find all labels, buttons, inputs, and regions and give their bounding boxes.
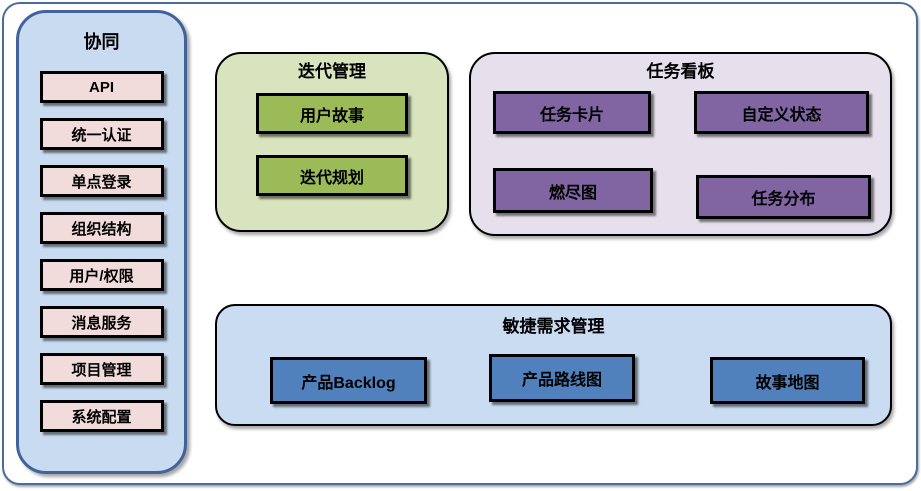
item-task-card: 任务卡片	[493, 91, 651, 134]
sidebar-title: 协同	[83, 32, 120, 52]
sidebar-item-sso: 单点登录	[39, 165, 164, 197]
group-iteration-management: 迭代管理 用户故事 迭代规划	[215, 52, 449, 232]
sidebar-item-system-config: 系统配置	[39, 400, 164, 432]
group-taskboard-title: 任务看板	[646, 62, 715, 81]
sidebar-item-unified-auth: 统一认证	[39, 118, 164, 150]
item-task-distribution: 任务分布	[696, 175, 871, 219]
item-burndown-chart: 燃尽图	[493, 168, 653, 213]
group-iteration-title: 迭代管理	[298, 62, 366, 81]
group-agile-title: 敏捷需求管理	[502, 317, 605, 336]
sidebar-collaboration: 协同 API 统一认证 单点登录 组织结构 用户/权限 消息服务 项目管理 系统…	[16, 10, 187, 474]
diagram-canvas: 协同 API 统一认证 单点登录 组织结构 用户/权限 消息服务 项目管理 系统…	[2, 2, 918, 485]
sidebar-item-api: API	[39, 71, 164, 103]
sidebar-item-user-permissions: 用户/权限	[39, 259, 164, 291]
sidebar-items: API 统一认证 单点登录 组织结构 用户/权限 消息服务 项目管理 系统配置	[19, 71, 184, 432]
item-product-roadmap: 产品路线图	[489, 354, 635, 402]
item-user-story: 用户故事	[256, 93, 408, 134]
item-custom-status: 自定义状态	[694, 91, 869, 134]
item-story-map: 故事地图	[710, 357, 865, 404]
group-task-board: 任务看板 任务卡片 自定义状态 燃尽图 任务分布	[469, 52, 892, 236]
sidebar-item-org-structure: 组织结构	[39, 212, 164, 244]
sidebar-item-project-management: 项目管理	[39, 353, 164, 385]
item-product-backlog: 产品Backlog	[270, 357, 427, 404]
group-agile-requirements: 敏捷需求管理 产品Backlog 产品路线图 故事地图	[215, 304, 892, 426]
sidebar-item-message-service: 消息服务	[39, 306, 164, 338]
item-iteration-planning: 迭代规划	[256, 155, 408, 196]
